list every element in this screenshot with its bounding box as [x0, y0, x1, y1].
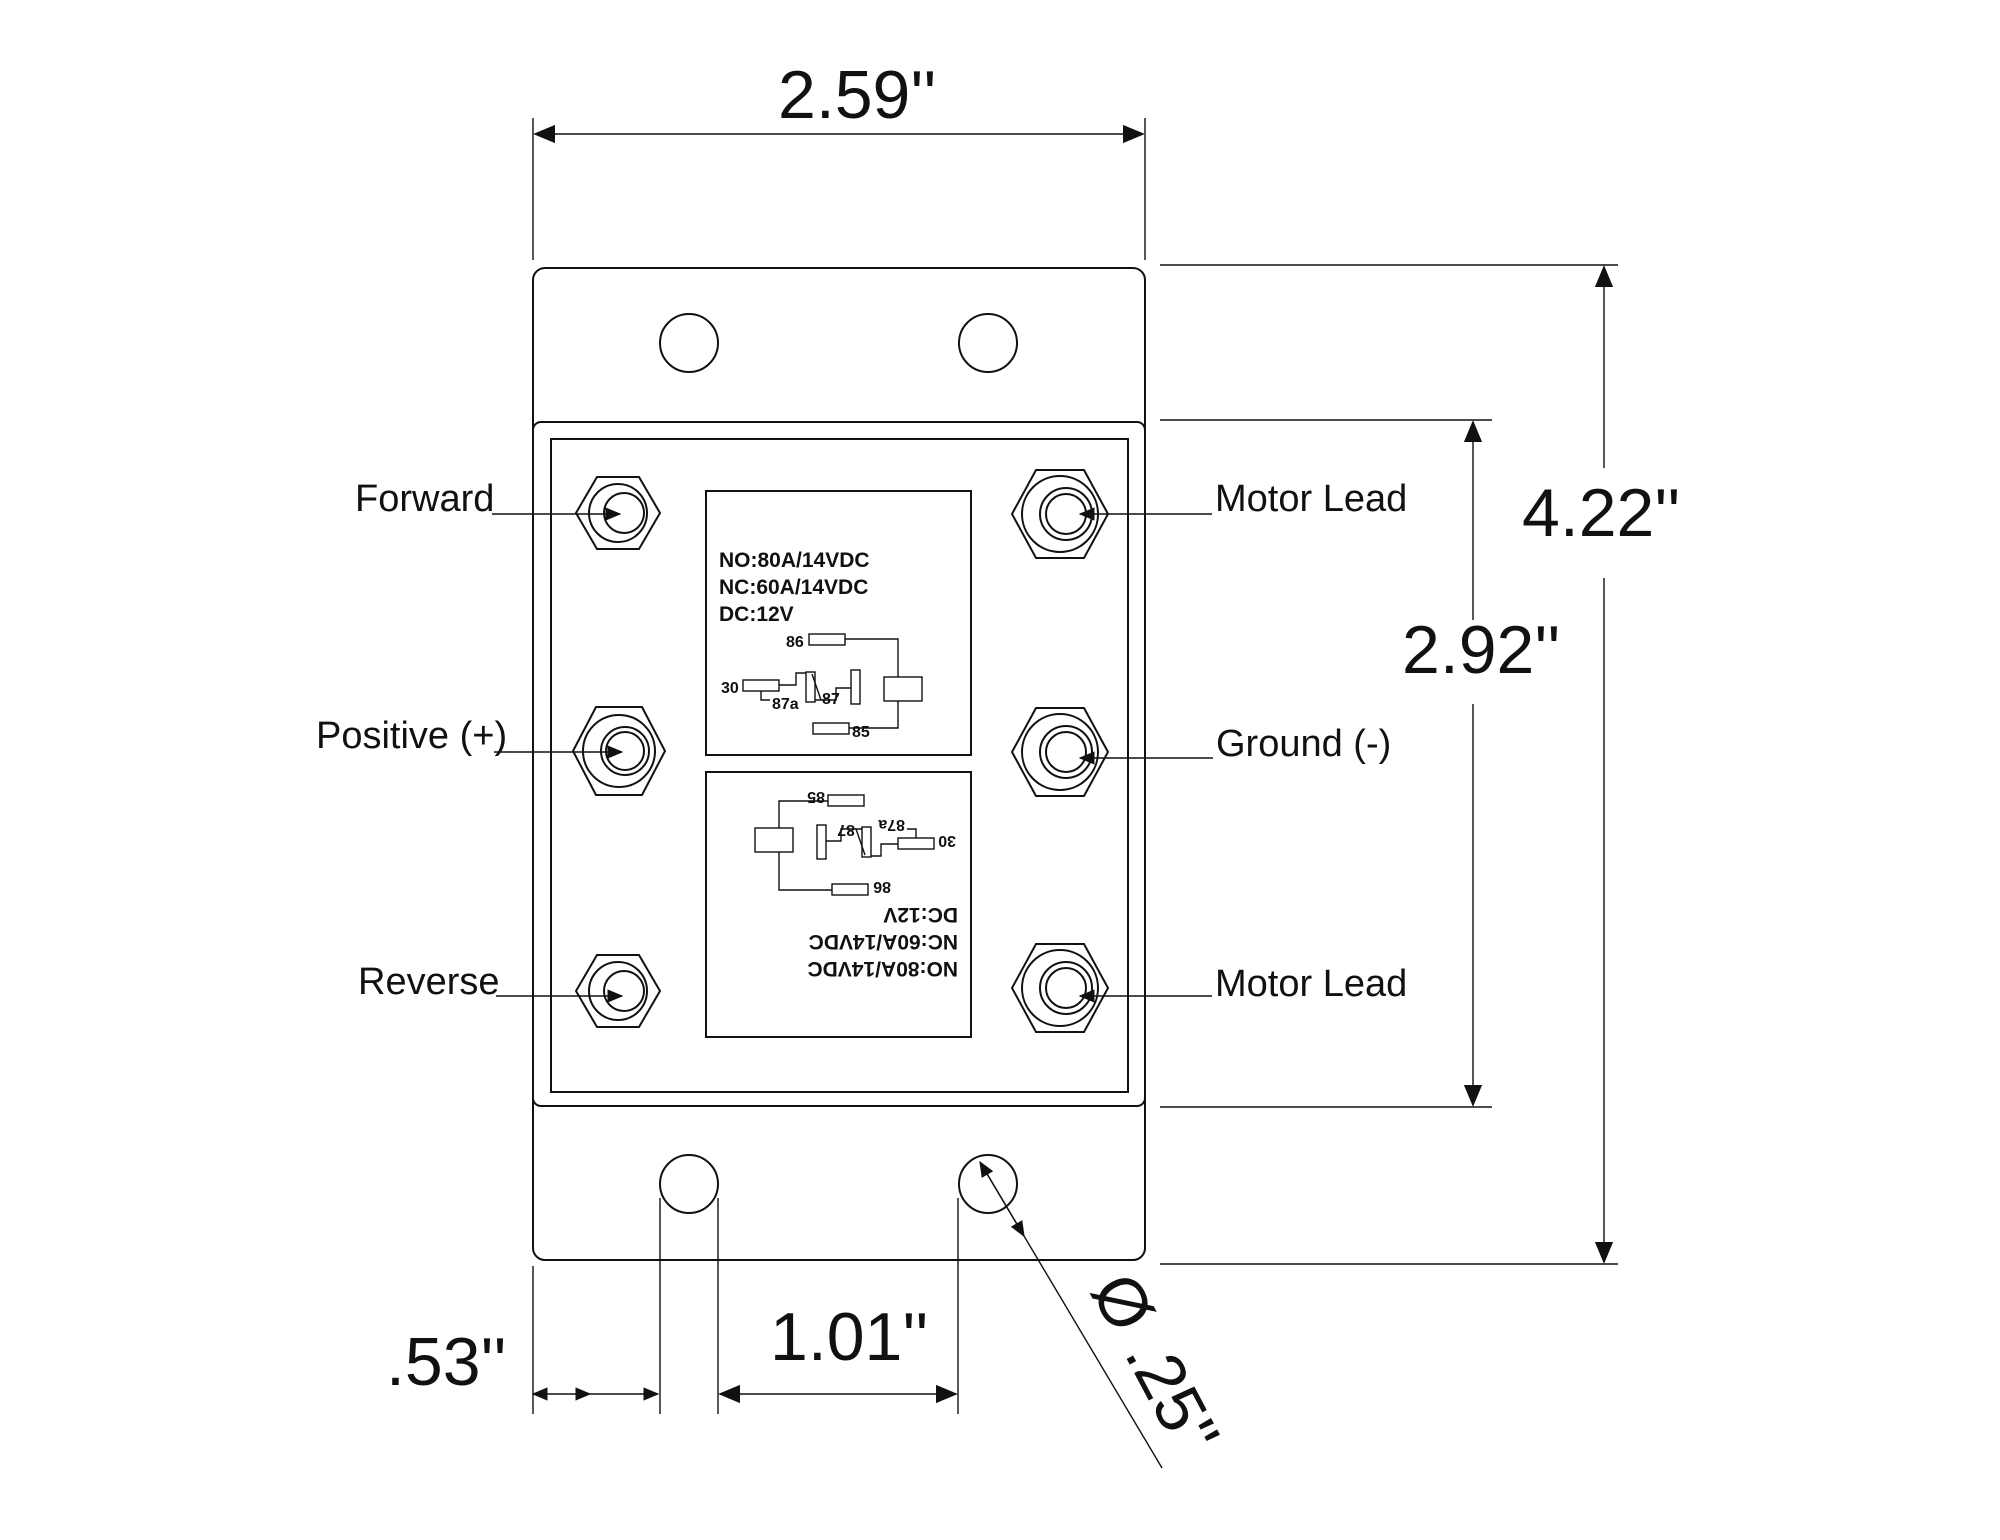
dimension-left-offset: .53'' [386, 1198, 661, 1414]
dimension-height-inner: 2.92'' [1160, 419, 1560, 1108]
dim-hole-spacing-text: 1.01'' [770, 1299, 928, 1375]
mount-hole-bottom-left [659, 1154, 719, 1214]
pin-30-inverted: 30 [938, 832, 956, 849]
outer-housing [532, 267, 1146, 1261]
dim-left-offset-text: .53'' [386, 1324, 507, 1400]
terminal-labels: Forward Positive (+) Reverse Motor Lead … [316, 478, 1407, 1005]
terminal-stud-forward [574, 476, 662, 550]
relay-label-top: NO:80A/14VDC NC:60A/14VDC DC:12V 86 30 8… [705, 490, 972, 756]
terminal-stud-motor-lead-bottom [1010, 943, 1110, 1033]
spec-no-inverted: NO:80A/14VDC [807, 957, 958, 980]
pin-87a: 87a [772, 696, 799, 713]
dimension-width: 2.59'' [532, 57, 1146, 260]
spec-nc: NC:60A/14VDC [719, 576, 868, 599]
terminal-stud-reverse [574, 954, 662, 1028]
cover-outer [532, 421, 1146, 1107]
spec-no: NO:80A/14VDC [719, 549, 870, 572]
relay-schematic: 86 30 87a 87 85 [721, 633, 923, 741]
dim-height-total-text: 4.22'' [1522, 475, 1680, 551]
dimension-height-total: 4.22'' [1160, 264, 1680, 1265]
label-ground: Ground (-) [1216, 723, 1391, 765]
terminal-stud-positive [571, 706, 667, 796]
dimension-hole-spacing: 1.01'' [717, 1198, 959, 1414]
mount-hole-top-left [659, 313, 719, 373]
pin-86: 86 [786, 634, 804, 651]
label-motor-lead-top: Motor Lead [1215, 478, 1407, 520]
pin-87a-inverted: 87a [878, 816, 905, 833]
label-positive: Positive (+) [316, 715, 507, 757]
terminal-stud-ground [1010, 707, 1110, 797]
relay-housing [532, 267, 1146, 1261]
cover-inner [550, 438, 1129, 1093]
spec-dc: DC:12V [719, 603, 794, 626]
label-motor-lead-bottom: Motor Lead [1215, 963, 1407, 1005]
spec-nc-inverted: NC:60A/14VDC [809, 930, 958, 953]
mount-hole-bottom-right [958, 1154, 1018, 1214]
pin-85-inverted: 85 [807, 788, 825, 805]
mount-hole-top-right [958, 313, 1018, 373]
pin-85: 85 [852, 724, 870, 741]
dimension-hole-diameter: Ø .25'' [979, 1160, 1234, 1469]
dim-width-text: 2.59'' [778, 57, 936, 133]
pin-86-inverted: 86 [873, 878, 891, 895]
relay-schematic-inverted: 86 30 87a 87 85 [754, 788, 956, 896]
spec-dc-inverted: DC:12V [883, 903, 958, 926]
label-forward: Forward [355, 478, 494, 520]
label-reverse: Reverse [358, 961, 500, 1003]
dim-height-inner-text: 2.92'' [1402, 612, 1560, 688]
relay-label-bottom: NO:80A/14VDC NC:60A/14VDC DC:12V 86 30 8… [705, 771, 972, 1038]
pin-30: 30 [721, 680, 739, 697]
